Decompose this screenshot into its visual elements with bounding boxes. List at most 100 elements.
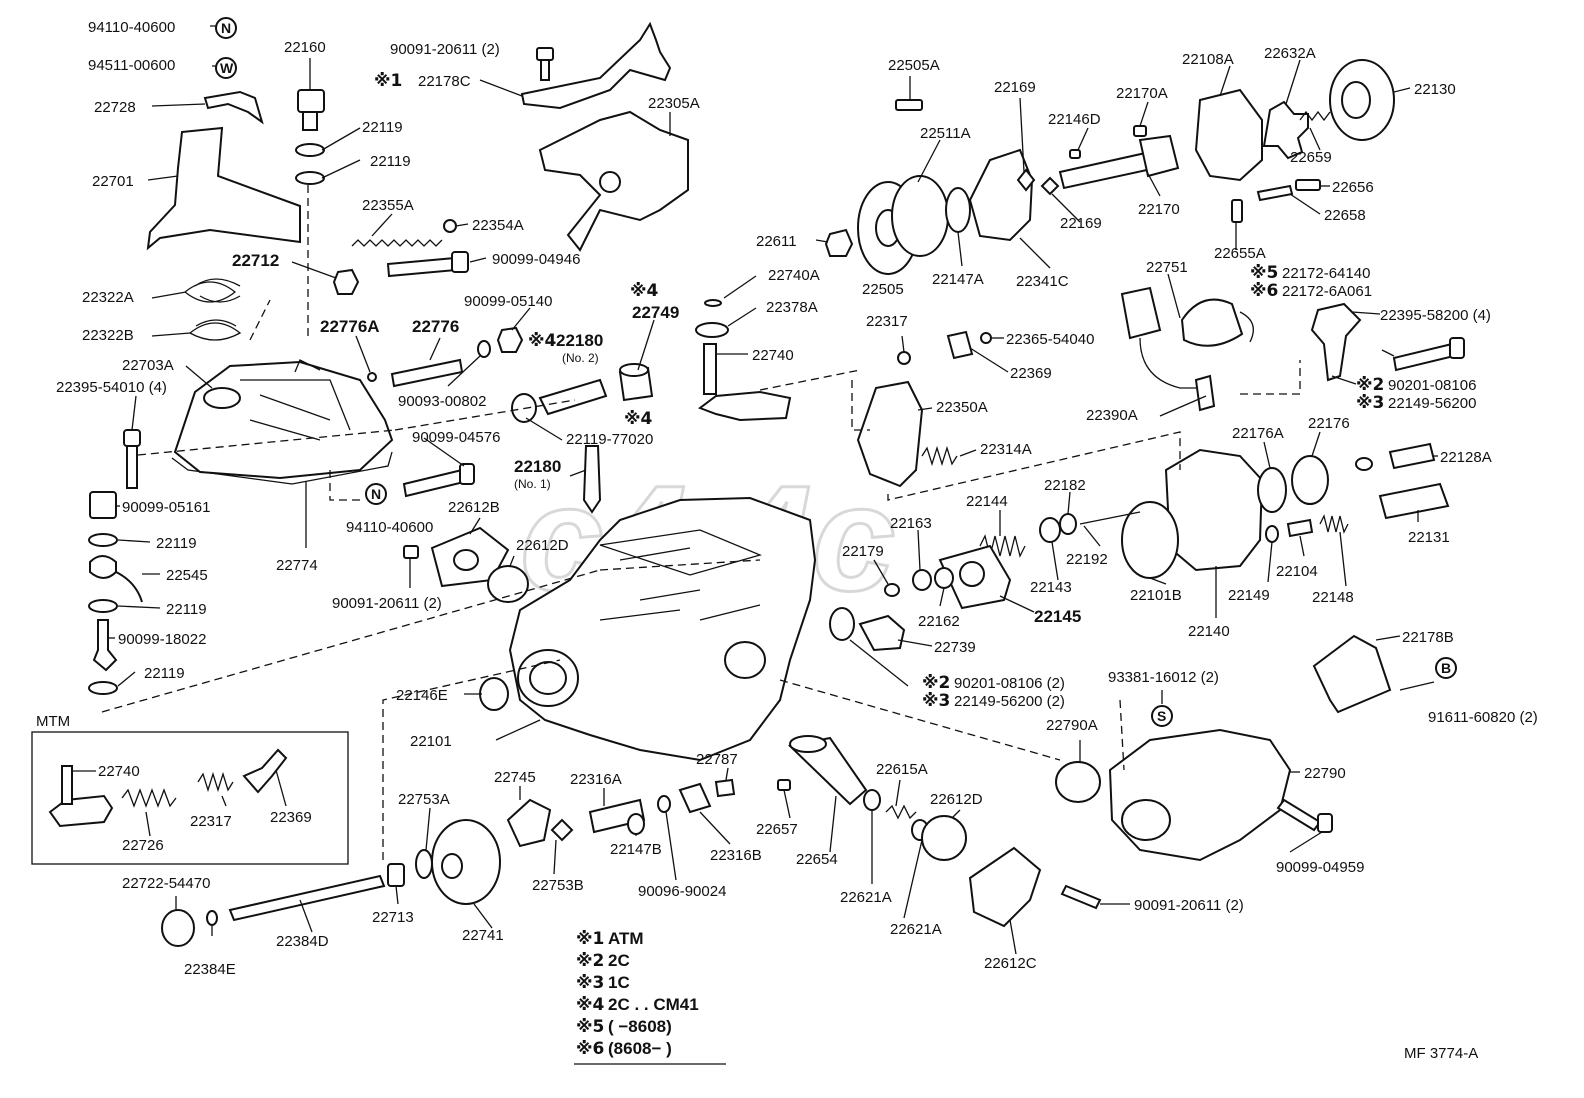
part-22657-key bbox=[777, 779, 791, 791]
part-22395-58200-bolt bbox=[1392, 342, 1456, 372]
part-22749-top bbox=[619, 363, 649, 377]
label-91611-60820: 91611-60820 (2) bbox=[1428, 709, 1538, 726]
assembly-lines bbox=[101, 185, 1301, 860]
label-22369: 22369 bbox=[1010, 365, 1052, 382]
label-22787: 22787 bbox=[696, 751, 738, 768]
label-22712: 22712 bbox=[232, 251, 279, 270]
part-22722-54470-nut bbox=[161, 909, 195, 947]
svg-text:S: S bbox=[1157, 708, 1166, 724]
label-22192: 22192 bbox=[1066, 551, 1108, 568]
label-22728: 22728 bbox=[94, 99, 136, 116]
label-90093-00802: 90093-00802 bbox=[398, 393, 486, 410]
part-22739-ring bbox=[829, 607, 855, 641]
label-90201-08106-b: 90201-08106 (2) bbox=[954, 675, 1065, 692]
part-22314A-spring bbox=[921, 445, 958, 467]
label-22701: 22701 bbox=[92, 173, 134, 190]
label-22753A: 22753A bbox=[398, 791, 450, 808]
part-22612D-oring-b bbox=[921, 815, 967, 861]
label-22119-a: 22119 bbox=[362, 119, 403, 136]
label-22130: 22130 bbox=[1414, 81, 1456, 98]
label-90099-05140: 90099-05140 bbox=[464, 293, 552, 310]
part-90099-04946-head bbox=[451, 251, 469, 273]
part-22654-end bbox=[789, 735, 827, 753]
part-22163-ring bbox=[912, 569, 932, 591]
label-22511A: 22511A bbox=[920, 125, 971, 142]
label-22162: 22162 bbox=[918, 613, 960, 630]
label-22611: 22611 bbox=[756, 233, 797, 250]
label-22170: 22170 bbox=[1138, 201, 1180, 218]
label-22146E: 22146E bbox=[396, 687, 448, 704]
label-22172-6A061: 22172-6A061 bbox=[1282, 283, 1372, 300]
label-22774: 22774 bbox=[276, 557, 318, 574]
label-90091-20611-a: 90091-20611 (2) bbox=[332, 595, 442, 612]
label-22149: 22149 bbox=[1228, 587, 1270, 604]
circle-b: B bbox=[1435, 657, 1457, 679]
part-22395-54010-head bbox=[123, 429, 141, 447]
legend-mark-3: ※3 bbox=[576, 973, 604, 993]
part-22182-ring bbox=[1059, 513, 1077, 535]
label-90099-05161: 90099-05161 bbox=[122, 499, 210, 516]
legend-text-1: ATM bbox=[608, 929, 644, 948]
part-22612B-hole bbox=[453, 549, 479, 571]
svg-text:B: B bbox=[1441, 660, 1451, 676]
part-22741-hub bbox=[441, 853, 463, 879]
label-22172-64140: 22172-64140 bbox=[1282, 265, 1370, 282]
label-22657: 22657 bbox=[756, 821, 798, 838]
right-side-group bbox=[829, 286, 1465, 652]
dash-e bbox=[887, 431, 1181, 501]
part-22384D-shaft bbox=[228, 874, 386, 922]
legend-text-3: 1C bbox=[608, 973, 630, 992]
part-22751-wire bbox=[1139, 311, 1254, 389]
label-22341C: 22341C bbox=[1016, 273, 1069, 290]
part-22179-ring bbox=[884, 583, 900, 597]
part-22621A-ring-a bbox=[863, 789, 881, 811]
legend-mark-6: ※6 bbox=[576, 1039, 604, 1059]
part-22341C-gear bbox=[968, 148, 1034, 242]
label-22176A: 22176A bbox=[1232, 425, 1284, 442]
label-22160: 22160 bbox=[284, 39, 326, 56]
circle-s: S bbox=[1151, 705, 1173, 727]
part-22395-54010-shank bbox=[126, 445, 138, 489]
label-22790: 22790 bbox=[1304, 765, 1346, 782]
part-90099-05161-cap bbox=[89, 491, 117, 519]
part-22753A-washer bbox=[415, 849, 433, 879]
mtm-label-22369: 22369 bbox=[270, 809, 312, 826]
part-22119-washer-e bbox=[88, 681, 118, 695]
bottom-parts-group bbox=[161, 735, 1102, 947]
marker-4-a: ※4 bbox=[528, 331, 557, 351]
part-22656-clip bbox=[1295, 179, 1321, 191]
mtm-part-22317-spring bbox=[197, 771, 234, 793]
part-22751-cap bbox=[1180, 298, 1244, 347]
part-22322B-spring bbox=[189, 319, 242, 341]
label-22505: 22505 bbox=[862, 281, 904, 298]
part-22354A bbox=[443, 219, 457, 233]
label-22119-c: 22119 bbox=[156, 535, 197, 552]
label-22147B: 22147B bbox=[610, 841, 662, 858]
legend-mark-4: ※4 bbox=[576, 995, 605, 1015]
dash-d bbox=[759, 369, 870, 431]
mtm-leaders bbox=[72, 769, 287, 837]
label-94511-00600: 94511-00600 bbox=[88, 57, 175, 74]
part-90099-18022-bolt bbox=[92, 619, 118, 672]
label-22395-58200: 22395-58200 (4) bbox=[1380, 307, 1491, 324]
label-22101: 22101 bbox=[410, 733, 452, 750]
label-90099-18022: 90099-18022 bbox=[118, 631, 206, 648]
mtm-title: MTM bbox=[36, 713, 70, 730]
label-22180-no1-sub: (No. 1) bbox=[514, 477, 551, 491]
legend-text-2: 2C bbox=[608, 951, 630, 970]
part-90099-04576-bolt bbox=[402, 468, 466, 498]
label-22144: 22144 bbox=[966, 493, 1008, 510]
part-90091-20611-top-shank bbox=[540, 59, 550, 81]
dash-b bbox=[137, 399, 576, 456]
timer-group bbox=[1055, 634, 1392, 862]
label-22741: 22741 bbox=[462, 927, 504, 944]
label-22612D-b: 22612D bbox=[930, 791, 983, 808]
label-22632A: 22632A bbox=[1264, 45, 1316, 62]
part-22745-governor bbox=[506, 798, 552, 848]
part-22395-58200-head bbox=[1449, 337, 1465, 359]
pump-body-group bbox=[403, 496, 817, 762]
label-22384E: 22384E bbox=[184, 961, 236, 978]
marker-3-a: ※3 bbox=[1356, 393, 1384, 413]
part-22776A-washer bbox=[367, 372, 377, 382]
